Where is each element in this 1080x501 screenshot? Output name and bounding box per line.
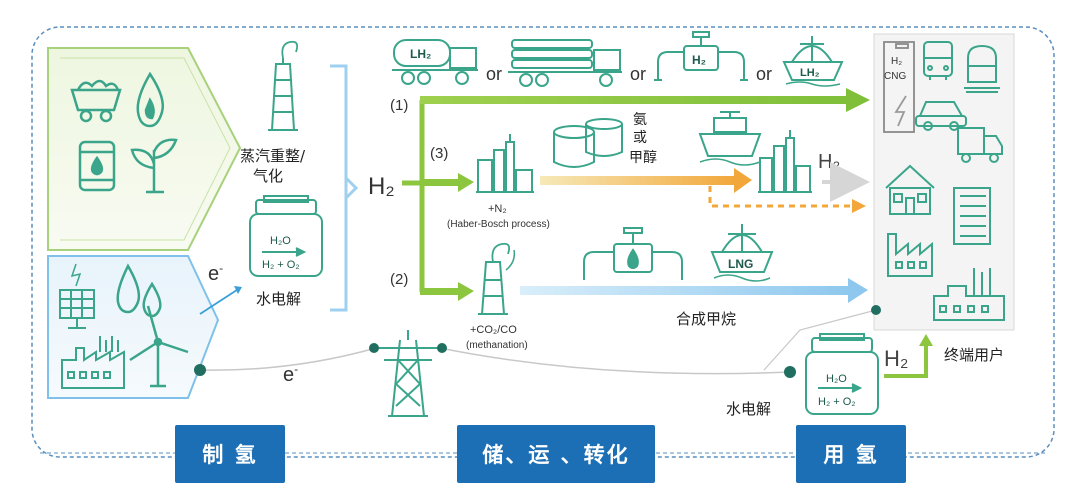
- fossil-source-band: [47, 47, 242, 251]
- electrolyzer-production-icon: [249, 195, 323, 277]
- cargo-ship-icon: [698, 111, 762, 166]
- ammonia-route-arrow-head: [734, 168, 752, 193]
- route-trunk: [402, 100, 425, 292]
- wind-turbine-icon: [129, 305, 189, 388]
- h2-pipeline-label: H₂: [692, 53, 706, 67]
- route2-arrow-body: [420, 288, 460, 295]
- station-cng-label: CNG: [884, 71, 906, 82]
- large-factory-icon: [933, 268, 1005, 321]
- or-word-3: or: [756, 64, 772, 84]
- route2-label: (2): [390, 271, 408, 288]
- electrolyzer-end-use-bottom: H₂ + O₂: [818, 396, 856, 408]
- transmission-tower-icon: [376, 330, 440, 417]
- power-grid-line-3: [763, 309, 877, 371]
- lng-label: LNG: [728, 257, 753, 271]
- truck-icon: [957, 127, 1003, 163]
- tab-production[interactable]: 制 氢: [175, 425, 285, 483]
- bus-icon: [923, 41, 953, 80]
- storage-tanks-icon: [553, 118, 623, 168]
- methane-route-arrow-head: [848, 278, 868, 303]
- lh2-ship-icon: [782, 36, 844, 87]
- grid-node-end-use: [784, 366, 796, 378]
- house-icon: [885, 164, 935, 215]
- ammonia-direct-use-head: [852, 199, 866, 213]
- methanation-label: (methanation): [466, 340, 528, 351]
- tower-node-left: [369, 343, 379, 353]
- tube-trailer-truck-icon: [508, 39, 622, 87]
- ammonia-direct-use-dashed: [708, 186, 852, 208]
- lh2-truck-label: LH₂: [410, 47, 431, 61]
- co2-co-label: +CO₂/CO: [470, 324, 517, 336]
- electron-label-production: e-: [208, 261, 223, 285]
- route1-label: (1): [390, 97, 408, 114]
- reconversion-plant-icon: [758, 130, 812, 193]
- gas-flame-icon: [136, 71, 164, 128]
- power-grid-line-2: [439, 347, 791, 375]
- ammonia-methanol-line3: 甲醇: [629, 149, 657, 166]
- h2-output-arrow: [884, 344, 928, 378]
- route1-arrow-body: [420, 96, 850, 104]
- haber-bosch-label: (Haber-Bosch process): [447, 219, 550, 230]
- car-icon: [915, 101, 967, 131]
- electrolysis-label-production: 水电解: [256, 290, 301, 308]
- electrolyzer-end-use-top: H₂O: [826, 373, 847, 385]
- or-word-1: or: [486, 64, 502, 84]
- grid-electron-label: e-: [283, 362, 298, 386]
- station-h2-label: H₂: [891, 56, 902, 67]
- tab-storage-transport-conversion[interactable]: 储、运 、转化: [457, 425, 655, 483]
- outer-dashed-frame: [31, 26, 1055, 458]
- steam-reforming-label-line1: 蒸汽重整/: [240, 147, 306, 165]
- ammonia-route-arrow-body: [540, 176, 736, 185]
- solar-panel-icon: [59, 263, 95, 329]
- or-word-2: or: [630, 64, 646, 84]
- h2-pipeline-icon: [654, 31, 748, 81]
- synthetic-methane-label: 合成甲烷: [676, 310, 736, 328]
- lh2-ship-label: LH₂: [800, 67, 820, 79]
- steam-reforming-label-line2: 气化: [253, 167, 283, 185]
- hydrogen-station-icon: [883, 41, 915, 133]
- route3-arrow-head: [458, 173, 474, 192]
- biomass-plant-icon: [130, 138, 178, 194]
- ammonia-methanol-line2: 或: [633, 130, 647, 146]
- electrolyzer-end-use-icon: [805, 333, 879, 415]
- grid-node-source: [194, 364, 206, 376]
- route2-arrow-head: [458, 282, 474, 301]
- power-grid-line: [199, 347, 377, 371]
- route3-arrow-body: [420, 179, 460, 186]
- methane-route-arrow-body: [520, 286, 850, 295]
- tab-usage[interactable]: 用 氢: [796, 425, 906, 483]
- lng-ship-icon: [710, 224, 774, 282]
- electrolyzer-production-bottom: H₂ + O₂: [262, 259, 300, 271]
- route1-arrow-head: [846, 88, 870, 112]
- electrolyzer-production-top: H₂O: [270, 235, 291, 247]
- production-bracket: [330, 64, 348, 312]
- h2-main-label: H₂: [368, 173, 395, 200]
- end-user-label: 终端用户: [944, 346, 1004, 364]
- train-icon: [964, 44, 1000, 93]
- tower-node-right: [437, 343, 447, 353]
- bracket-pointer: [344, 176, 359, 200]
- electrolysis-label-end-use: 水电解: [726, 400, 771, 418]
- small-factory-icon: [887, 233, 933, 277]
- h2-output-label: H₂: [884, 346, 908, 371]
- oil-barrel-icon: [78, 140, 116, 192]
- h2-after-conversion-label: H₂: [818, 151, 840, 173]
- lh2-tanker-truck-icon: [392, 39, 478, 85]
- factory-icon: [61, 336, 125, 389]
- n2-label: +N₂: [488, 203, 507, 215]
- ammonia-plant-icon: [476, 134, 534, 193]
- office-building-icon: [953, 187, 991, 245]
- end-use-panel-node: [871, 305, 881, 315]
- steam-reforming-tower-icon: [268, 40, 299, 131]
- methanation-tower-icon: [478, 242, 516, 315]
- electron-arrow-production: [199, 287, 241, 315]
- gas-pipeline-icon: [583, 227, 683, 280]
- renewable-source-band: [47, 255, 220, 399]
- coal-cart-icon: [70, 79, 122, 123]
- route3-label: (3): [430, 145, 448, 162]
- ammonia-methanol-line1: 氨: [633, 112, 647, 128]
